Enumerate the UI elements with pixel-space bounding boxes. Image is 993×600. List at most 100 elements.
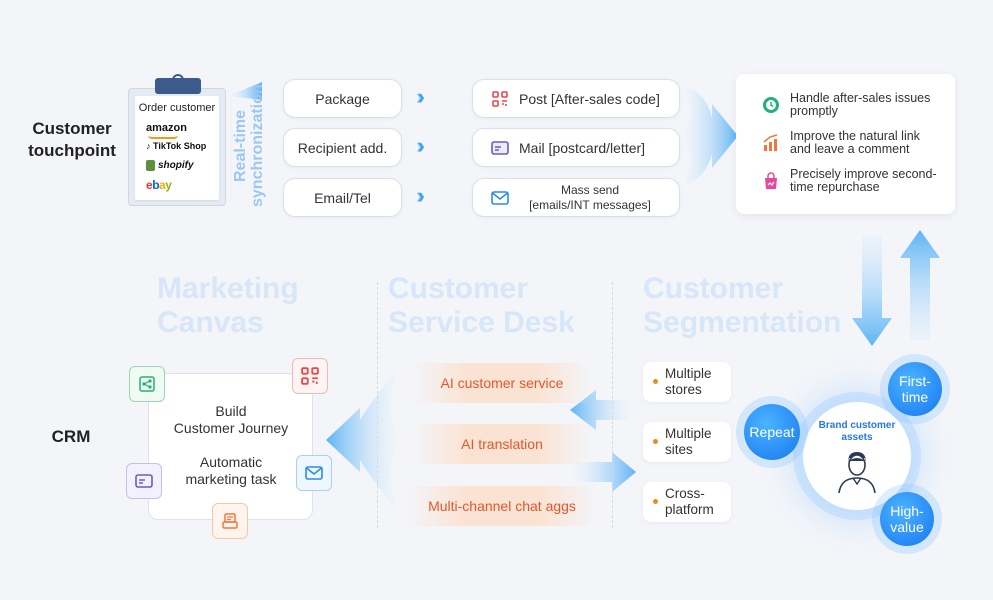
result-repurchase: Precisely improve second- time repurchas… [790,168,937,194]
service-ai-customer-service: AI customer service [412,363,592,403]
result-natural-link-line1: Improve the natural link [790,129,920,143]
marketing-canvas-title-line2: Canvas [157,306,264,339]
ebay-logo: ebay [146,178,172,192]
chevron-right-icon: › › [416,183,427,208]
result-after-sales-line2: promptly [790,104,838,118]
printer-icon [212,503,248,539]
seg-tag-cross-platform: Cross-platform [643,482,731,522]
channel-mass-send-label: Mass send [emails/INT messages] [519,183,679,213]
service-multichannel-chat: Multi-channel chat aggs [405,486,599,526]
result-natural-link-line2: and leave a comment [790,142,910,156]
service-desk-title-line1: Customer [388,272,529,305]
segmentation-title: Customer Segmentation [643,272,841,340]
tiktok-shop-logo: ♪ TikTok Shop [146,141,207,151]
result-repurchase-line2: time repurchase [790,180,880,194]
seg-sites-line1: Multiple [665,426,712,441]
service-desk-title-line2: Service Desk [388,306,575,339]
marketing-canvas-title-line1: Marketing [157,272,299,305]
seg-cross-line1: Cross- [665,486,705,501]
mass-send-line2: [emails/INT messages] [529,197,651,212]
arrow-up [900,230,940,340]
realtime-sync-label: Real-time synchronization [232,76,272,216]
core-label-line2: assets [841,432,873,443]
segment-repeat: Repeat [744,404,800,460]
clock-icon [762,96,780,119]
segmentation-title-line1: Customer [643,272,784,305]
bullet-dot [653,439,658,444]
envelope-icon [296,455,332,491]
first-time-line2: time [901,389,929,405]
clipboard-title: Order customer [138,102,216,114]
segment-first-time: First-time [888,362,942,416]
canvas-auto-line1: Automatic [199,454,263,470]
crm-label: CRM [51,427,91,446]
grid-icon [292,358,328,394]
bullet-dot [653,379,658,384]
chevron-right-icon: › › [416,84,427,109]
seg-stores-line1: Multiple [665,366,712,381]
card-icon [126,463,162,499]
canvas-build-journey: Build Customer Journey [150,403,312,437]
marketing-canvas-title: Marketing Canvas [157,272,299,340]
high-value-line1: High- [890,503,924,519]
channel-mass-send: Mass send [emails/INT messages] [472,178,680,217]
chevron-right-icon: › › [416,133,427,158]
segmentation-title-line2: Segmentation [643,306,842,339]
grid-icon [491,90,509,108]
shopify-bag-icon [146,160,155,171]
channel-post-label: Post [After-sales code] [519,90,660,107]
divider-right [612,282,613,528]
user-avatar-icon [833,448,881,499]
field-email-tel: Email/Tel [283,178,402,217]
service-ai-translation: AI translation [412,424,592,464]
share-icon [129,366,165,402]
canvas-build-line1: Build [215,403,247,419]
customer-touchpoint-label-line2: touchpoint [28,141,116,160]
core-label-line1: Brand customer [818,420,896,431]
first-time-line1: First- [899,373,931,389]
marketing-canvas-card [148,373,313,520]
canvas-auto-line2: marketing task [185,471,277,487]
customer-touchpoint-label: Customer touchpoint [18,118,126,162]
field-recipient-address: Recipient add. [283,128,402,167]
arrow-channels-results [682,86,738,186]
channel-mail-label: Mail [postcard/letter] [519,139,646,156]
canvas-auto-task: Automatic marketing task [150,454,312,488]
arrow-down [852,236,892,346]
arrow-clipboard-fields [228,82,262,100]
channel-mail: Mail [postcard/letter] [472,128,680,167]
result-after-sales: Handle after-sales issues promptly [790,92,930,118]
customer-touchpoint-label-line1: Customer [32,119,112,138]
result-natural-link: Improve the natural link and leave a com… [790,130,920,156]
amazon-smile-icon [148,135,178,139]
service-desk-title: Customer Service Desk [388,272,575,340]
canvas-build-line2: Customer Journey [173,420,289,436]
brand-customer-assets-label: Brand customer assets [803,420,911,444]
segment-high-value: High-value [880,492,934,546]
seg-cross-line2: platform [665,502,714,517]
mass-send-line1: Mass send [560,182,620,197]
seg-sites-line2: sites [665,442,693,457]
seg-stores-line2: stores [665,382,702,397]
envelope-icon [491,189,509,207]
high-value-line2: value [890,519,924,535]
channel-post: Post [After-sales code] [472,79,680,118]
result-repurchase-line1: Precisely improve second- [790,167,937,181]
amazon-logo: amazon [146,122,187,134]
arrow-service-to-canvas [326,366,400,514]
bar-chart-up-icon [762,134,780,157]
shopify-logo: shopify [158,160,194,171]
card-icon [491,139,509,157]
realtime-sync-line2: synchronization [249,84,266,208]
tiktok-shop-text: TikTok Shop [153,141,207,151]
realtime-sync-line1: Real-time [232,109,249,183]
shopping-bag-icon [762,172,780,195]
field-package: Package [283,79,402,118]
divider-left [377,282,378,528]
clipboard-paper [135,96,219,200]
clipboard-clip [155,78,201,94]
result-after-sales-line1: Handle after-sales issues [790,91,931,105]
